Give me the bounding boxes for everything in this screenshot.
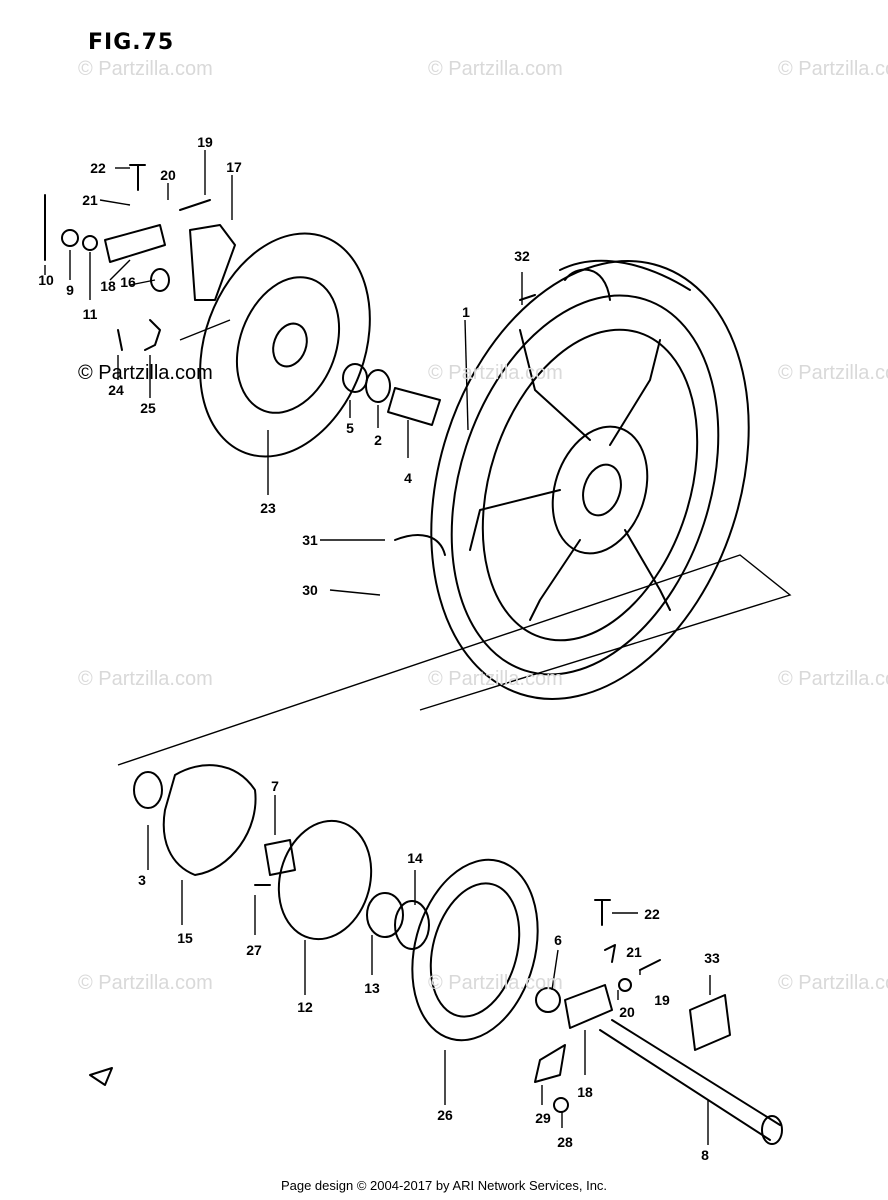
callout-3: 3 — [138, 872, 146, 888]
caliper-bracket — [189, 224, 236, 301]
callout-21: 21 — [626, 944, 642, 960]
watermark: © Partzilla.com — [428, 668, 563, 690]
callout-32: 32 — [514, 248, 530, 264]
watermark: © Partzilla.com — [78, 362, 213, 384]
callout-23: 23 — [260, 500, 276, 516]
callout-2: 2 — [374, 432, 382, 448]
watermark: © Partzilla.com — [778, 668, 888, 690]
callout-20: 20 — [619, 1004, 635, 1020]
callout-7: 7 — [271, 778, 279, 794]
callout-27: 27 — [246, 942, 262, 958]
watermark: © Partzilla.com — [778, 58, 888, 80]
rear-sprocket — [411, 858, 539, 1042]
watermark: © Partzilla.com — [78, 668, 213, 690]
callout-22: 22 — [644, 906, 660, 922]
watermark: © Partzilla.com — [428, 362, 563, 384]
callout-8: 8 — [701, 1147, 709, 1163]
alignment-line — [117, 554, 792, 766]
callout-16: 16 — [120, 274, 136, 290]
callout-17: 17 — [226, 159, 242, 175]
callout-19: 19 — [197, 134, 213, 150]
callout-4: 4 — [404, 470, 412, 486]
callout-12: 12 — [297, 999, 313, 1015]
rear-wheel — [394, 259, 750, 700]
callout-11: 11 — [82, 306, 98, 322]
callout-6: 6 — [554, 932, 562, 948]
watermark: © Partzilla.com — [78, 972, 213, 994]
brake-disc — [199, 232, 371, 458]
watermark: © Partzilla.com — [428, 58, 563, 80]
callout-9: 9 — [66, 282, 74, 298]
callout-1: 1 — [462, 304, 470, 320]
callout-10: 10 — [38, 272, 54, 288]
callout-31: 31 — [302, 532, 318, 548]
callout-18: 18 — [577, 1084, 593, 1100]
callout-19: 19 — [654, 992, 670, 1008]
callout-5: 5 — [346, 420, 354, 436]
callout-29: 29 — [535, 1110, 551, 1126]
callout-26: 26 — [437, 1107, 453, 1123]
callout-28: 28 — [557, 1134, 573, 1150]
figure-title: FIG.75 — [88, 30, 175, 55]
watermark: © Partzilla.com — [78, 58, 213, 80]
callout-33: 33 — [704, 950, 720, 966]
callout-18: 18 — [100, 278, 116, 294]
watermark: © Partzilla.com — [778, 362, 888, 384]
callout-22: 22 — [90, 160, 106, 176]
watermark: © Partzilla.com — [778, 972, 888, 994]
callout-25: 25 — [140, 400, 156, 416]
callout-21: 21 — [82, 192, 98, 208]
footer-copyright: Page design © 2004-2017 by ARI Network S… — [280, 1178, 608, 1193]
watermark: © Partzilla.com — [428, 972, 563, 994]
callout-20: 20 — [160, 167, 176, 183]
callout-14: 14 — [407, 850, 423, 866]
callout-13: 13 — [364, 980, 380, 996]
leader-lines — [44, 150, 711, 1145]
callout-24: 24 — [108, 382, 124, 398]
callout-30: 30 — [302, 582, 318, 598]
callout-15: 15 — [177, 930, 193, 946]
